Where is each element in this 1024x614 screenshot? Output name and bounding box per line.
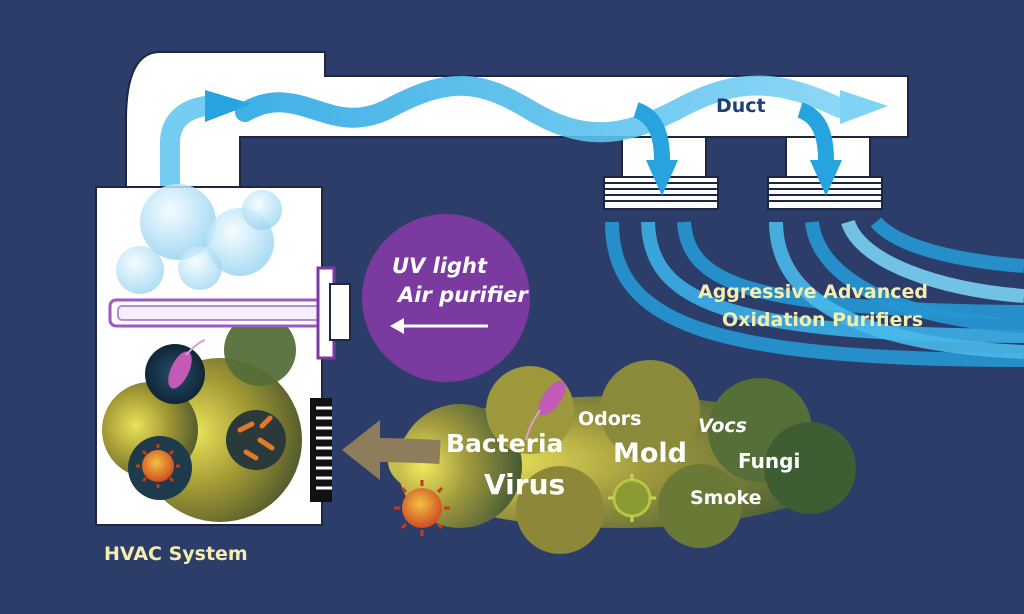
label-virus: Virus — [484, 468, 565, 501]
label-smoke: Smoke — [690, 487, 762, 509]
bacteria-cloud-icon — [525, 380, 566, 441]
airflow-arrow-icon — [160, 75, 888, 240]
label-aop-line2: Oxidation Purifiers — [722, 309, 923, 331]
label-fungi: Fungi — [738, 449, 800, 473]
uv-lamp-icon — [108, 266, 351, 360]
bacteria-circle — [145, 339, 206, 404]
label-mold: Mold — [613, 438, 687, 469]
uv-label-line1: UV light — [392, 254, 488, 278]
label-duct: Duct — [716, 95, 766, 117]
uv-label-line2: Air purifier — [396, 283, 529, 307]
label-vocs: Vocs — [698, 415, 747, 437]
contaminant-blob — [102, 314, 302, 522]
microbe-circle — [226, 410, 286, 470]
label-hvac: HVAC System — [104, 543, 248, 565]
virus-germ-icon — [394, 480, 450, 536]
outgoing-air-streams — [605, 217, 1024, 367]
label-aop-line1: Aggressive Advanced — [698, 281, 928, 303]
inflow-arrow-icon — [342, 420, 441, 480]
germ-icon — [128, 436, 192, 500]
label-bacteria: Bacteria — [446, 429, 563, 458]
label-odors: Odors — [578, 408, 642, 430]
mold-germ-icon — [608, 474, 656, 522]
air-bubbles — [116, 184, 282, 294]
intake-grille — [310, 398, 332, 502]
uv-purifier-badge — [362, 214, 530, 382]
